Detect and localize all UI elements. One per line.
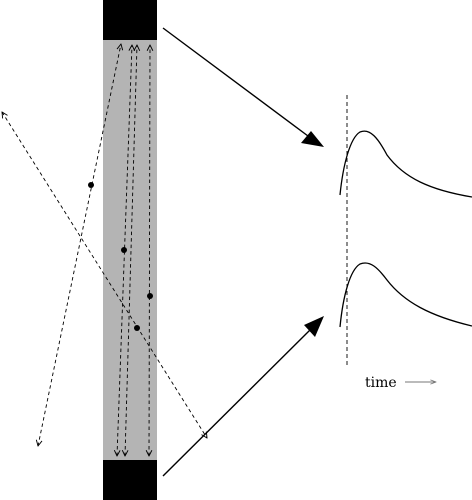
interaction-point [121, 247, 127, 253]
time-axis-label: time [365, 375, 397, 391]
dashed-paths [2, 44, 207, 456]
diagonal-track-1 [2, 112, 207, 438]
interaction-point [88, 182, 94, 188]
top-end-cap [103, 0, 157, 40]
upper-pulse [339, 130, 472, 198]
interaction-point [134, 325, 140, 331]
bottom-end-cap [103, 460, 157, 500]
signal-arrows [162, 27, 324, 477]
lower-pulse [339, 262, 472, 328]
interaction-points [88, 182, 153, 331]
top-signal-shaft [162, 27, 309, 137]
bottom-signal-arrowhead [304, 316, 324, 337]
diagonal-track-2 [38, 44, 121, 446]
bottom-signal-shaft [162, 329, 311, 477]
interaction-point [147, 293, 153, 299]
top-signal-arrowhead [301, 131, 324, 147]
